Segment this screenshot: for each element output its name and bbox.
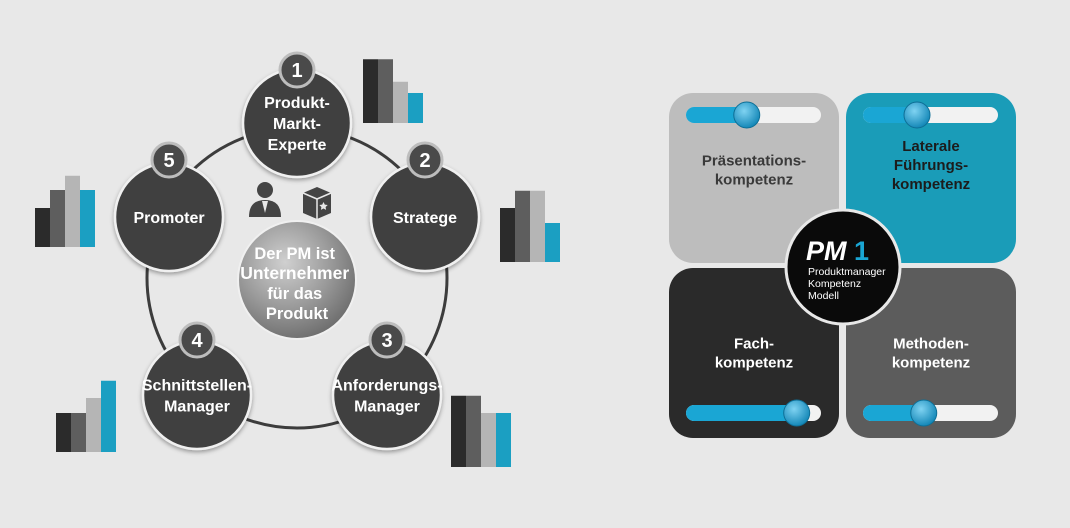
center-line-3: für das (267, 285, 322, 303)
logo-subtitle-line-1: Produktmanager (808, 266, 886, 278)
role-number: 5 (163, 150, 174, 172)
quadrant-praesentation: Präsentations-kompetenz (669, 93, 839, 263)
quadrant-label-line: kompetenz (892, 355, 970, 372)
role-bar-chart (451, 395, 511, 467)
quadrant-label-line: kompetenz (892, 176, 970, 193)
slider-knob (783, 399, 811, 427)
quadrant-methoden: Methoden-kompetenz (846, 268, 1016, 438)
bar-4 (496, 413, 511, 467)
pm1-logo: PM 1 Produktmanager Kompetenz Modell (784, 208, 902, 326)
role-label-line: Schnittstellen- (142, 378, 252, 395)
quadrant-label-line: Präsentations- (702, 153, 806, 170)
role-number-badge (406, 141, 444, 179)
logo-pm-text: PM (806, 236, 847, 266)
role-label-line: Promoter (133, 210, 204, 227)
role-label-line: Stratege (393, 210, 457, 227)
pm1-competence-model: Präsentations-kompetenzLateraleFührungs-… (669, 93, 1016, 438)
role-number: 1 (291, 60, 302, 82)
bar-3 (65, 175, 80, 247)
role-label-line: Manager (164, 399, 230, 416)
role-label-line: Manager (354, 399, 420, 416)
role-number: 4 (191, 330, 203, 352)
quadrant-tile (846, 268, 1016, 438)
bar-3 (86, 398, 101, 452)
center-line-2: Unternehmer (240, 263, 349, 283)
bar-4 (408, 93, 423, 123)
person-icon (249, 182, 281, 217)
competence-slider (863, 399, 998, 427)
bar-3 (530, 190, 545, 262)
slider-knob (733, 101, 761, 129)
role-label-line: Anforderungs- (331, 378, 442, 395)
role-label-line: Produkt- (264, 95, 330, 112)
competence-slider (686, 101, 821, 129)
role-number-badge (278, 51, 316, 89)
bar-1 (56, 413, 71, 452)
role-bar-chart (56, 380, 116, 452)
center-line-4: Produkt (266, 305, 329, 323)
slider-fill (863, 107, 917, 123)
slider-fill (863, 405, 924, 421)
quadrant-label-line: Führungs- (894, 157, 968, 174)
bar-1 (500, 208, 515, 262)
bar-2 (71, 413, 86, 452)
logo-subtitle-line-3: Modell (808, 290, 839, 302)
bar-2 (50, 190, 65, 247)
slider-fill (686, 405, 797, 421)
slider-fill (686, 107, 747, 123)
bar-4 (545, 223, 560, 262)
bar-4 (101, 380, 116, 452)
bar-2 (515, 190, 530, 262)
role-bar-chart (35, 175, 95, 247)
role-bar-chart (500, 190, 560, 262)
bar-1 (363, 59, 378, 123)
quadrant-label-line: Fach- (734, 336, 774, 353)
quadrant-fach: Fach-kompetenz (669, 268, 839, 438)
logo-mark: 1 (854, 236, 869, 266)
center-text: Der PM ist Unternehmer für das Produkt (240, 245, 354, 323)
slider-knob (910, 399, 938, 427)
quadrant-label-line: Methoden- (893, 336, 969, 353)
logo-subtitle: Produktmanager Kompetenz Modell (808, 266, 889, 302)
role-bar-chart (363, 59, 423, 123)
slider-knob (903, 101, 931, 129)
role-number: 2 (419, 150, 430, 172)
role-number: 3 (381, 330, 392, 352)
quadrant-tile (669, 268, 839, 438)
competence-slider (686, 399, 821, 427)
role-label-line: Experte (268, 137, 327, 154)
center-node: Der PM ist Unternehmer für das Produkt (237, 182, 357, 340)
role-number-badge (368, 321, 406, 359)
center-bubble (237, 220, 357, 340)
product-box-icon (302, 187, 332, 219)
role-label-line: Markt- (273, 116, 321, 133)
quadrant-tile (846, 93, 1016, 263)
role-number-badge (178, 321, 216, 359)
bar-3 (393, 81, 408, 123)
role-number-badge (150, 141, 188, 179)
bar-2 (378, 59, 393, 123)
bar-3 (481, 413, 496, 467)
quadrant-tile (669, 93, 839, 263)
quadrant-label-line: kompetenz (715, 355, 793, 372)
bar-1 (451, 395, 466, 467)
bar-4 (80, 190, 95, 247)
quadrant-label-line: Laterale (902, 138, 960, 155)
logo-subtitle-line-2: Kompetenz (808, 278, 861, 290)
logo-circle (784, 208, 902, 326)
quadrant-label-line: kompetenz (715, 172, 793, 189)
bar-2 (466, 395, 481, 467)
center-line-1: Der PM ist (254, 245, 335, 263)
bar-1 (35, 208, 50, 247)
competence-slider (863, 101, 998, 129)
